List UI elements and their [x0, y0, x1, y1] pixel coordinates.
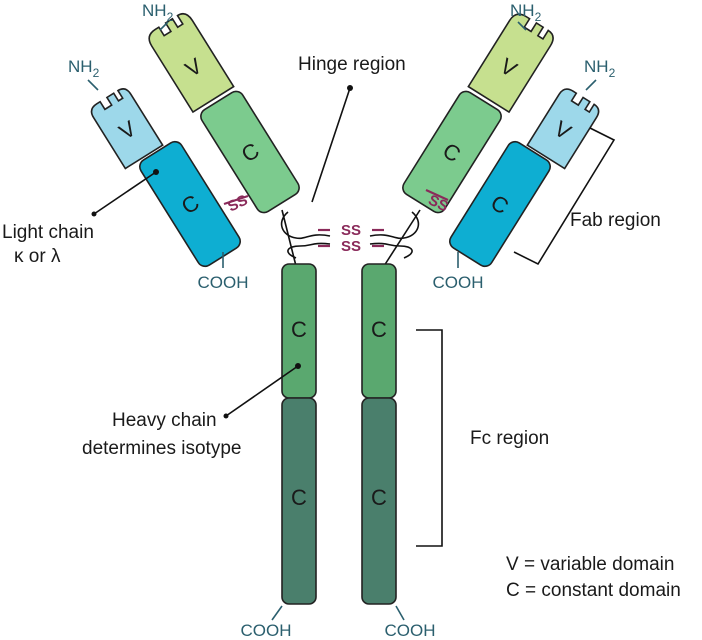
- left-heavy-variable-domain: [148, 12, 235, 114]
- heavy-chain-label: Heavy chain: [112, 410, 217, 431]
- right-light-variable-domain: [526, 88, 600, 170]
- left-arm-disulfide: SS: [225, 192, 250, 216]
- cooh-right-light: COOH: [433, 273, 484, 292]
- nh2-left-light: NH2: [68, 57, 100, 80]
- legend: V = variable domain C = constant domain: [506, 554, 681, 601]
- cooh-left-light: COOH: [198, 273, 249, 292]
- right-heavy-variable-domain: [467, 13, 554, 114]
- fab-region-label: Fab region: [570, 210, 661, 231]
- callouts: Hinge region Light chain κ or λ Fab regi…: [2, 54, 661, 547]
- hinge-region-label: Hinge region: [298, 54, 406, 75]
- hinge: SS SS: [280, 209, 421, 267]
- fc-region-label: Fc region: [470, 428, 549, 449]
- legend-variable: V = variable domain: [506, 554, 674, 575]
- right-light-constant-domain: [449, 140, 551, 268]
- right-fab-arm: C V C V SS: [402, 13, 600, 268]
- light-chain-sublabel: κ or λ: [14, 246, 61, 267]
- left-ch3-domain: [281, 397, 317, 605]
- hinge-disulfide-bottom: SS: [341, 238, 361, 255]
- right-ch2-label: C: [371, 317, 387, 342]
- right-heavy-constant-domain: [402, 90, 502, 214]
- nh2-right-heavy: NH2: [510, 1, 542, 24]
- left-heavy-constant-domain: [200, 90, 300, 214]
- fc-bracket: [416, 329, 443, 547]
- left-ch3-label: C: [291, 485, 307, 510]
- light-chain-label: Light chain: [2, 222, 94, 243]
- left-light-variable-domain: [90, 88, 164, 170]
- left-ch2-label: C: [291, 317, 307, 342]
- hinge-disulfide-top: SS: [341, 222, 361, 239]
- fab-bracket: [513, 127, 616, 266]
- cooh-left-heavy: COOH: [241, 621, 292, 640]
- nh2-right-light: NH2: [584, 57, 616, 80]
- termini: NH2 NH2 NH2 NH2 COOH COOH COOH COOH: [68, 1, 616, 640]
- cooh-right-heavy: COOH: [385, 621, 436, 640]
- right-ch3-label: C: [371, 485, 387, 510]
- left-fab-arm: C V C V SS: [90, 12, 300, 268]
- right-arm-disulfide: SS: [426, 192, 451, 216]
- nh2-left-heavy: NH2: [142, 1, 174, 24]
- legend-constant: C = constant domain: [506, 580, 681, 601]
- right-ch3-domain: [361, 397, 397, 605]
- heavy-chain-sublabel: determines isotype: [82, 438, 241, 459]
- fc-stem: C C C C: [281, 263, 397, 605]
